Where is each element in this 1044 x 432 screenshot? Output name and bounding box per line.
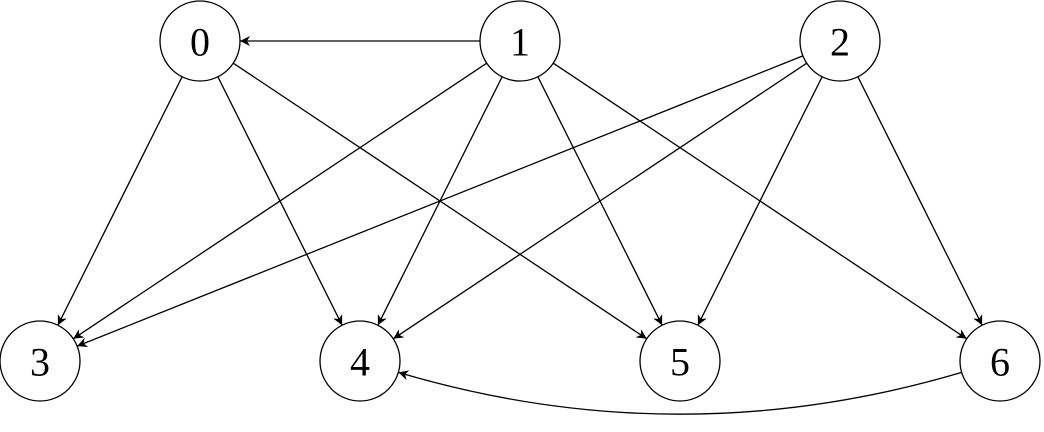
node-5-label: 5: [670, 340, 690, 385]
node-2: 2: [799, 0, 881, 82]
edge-1-to-3: [72, 62, 488, 340]
node-0-circle: [159, 0, 241, 82]
node-1: 1: [479, 0, 561, 82]
node-0: 0: [159, 0, 241, 82]
edge-2-to-4: [392, 62, 808, 340]
node-5-circle: [639, 320, 721, 402]
node-1-label: 1: [510, 20, 530, 65]
node-4: 4: [319, 320, 401, 402]
edges-layer: [57, 36, 983, 415]
edge-0-to-3: [57, 76, 183, 326]
node-0-label: 0: [190, 20, 210, 65]
node-4-label: 4: [350, 340, 370, 385]
node-1-circle: [479, 0, 561, 82]
node-3: 3: [0, 320, 81, 402]
edge-6-to-4: [398, 370, 962, 415]
node-6-circle: [959, 320, 1041, 402]
node-2-label: 2: [830, 20, 850, 65]
node-5: 5: [639, 320, 721, 402]
edge-2-to-6: [857, 76, 983, 326]
edge-2-to-5: [697, 76, 823, 326]
node-6-label: 6: [990, 340, 1010, 385]
node-3-circle: [0, 320, 81, 402]
node-2-circle: [799, 0, 881, 82]
nodes-layer: 0 1 2 3 4 5 6: [0, 0, 1041, 402]
node-3-label: 3: [30, 340, 50, 385]
node-6: 6: [959, 320, 1041, 402]
node-4-circle: [319, 320, 401, 402]
edge-2-to-3: [76, 55, 804, 348]
